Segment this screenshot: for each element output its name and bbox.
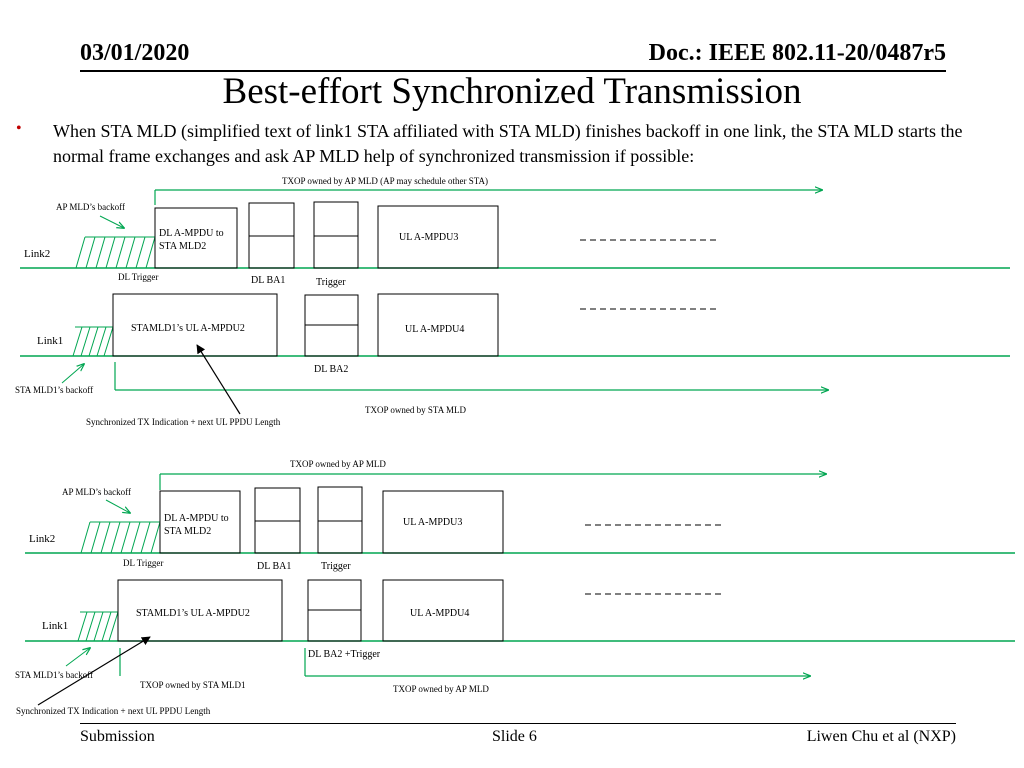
header-doc-id: Doc.: IEEE 802.11-20/0487r5 <box>648 40 946 66</box>
ul-ampdu3-label: UL A-MPDU3 <box>399 232 458 243</box>
header-rule <box>80 70 946 72</box>
dl-ampdu-label-1: DL A-MPDU to <box>159 228 224 239</box>
header-date: 03/01/2020 <box>80 40 190 66</box>
footer-author: Liwen Chu et al (NXP) <box>806 728 956 745</box>
link1-backoff-hatch <box>72 326 114 357</box>
ul-ampdu3-frame <box>377 205 499 269</box>
txop-sta-label: TXOP owned by STA MLD <box>365 405 466 415</box>
dl-ba1-frame-bottom <box>248 235 295 269</box>
sync-indication-label: Synchronized TX Indication + next UL PPD… <box>86 417 281 427</box>
bullet-text: When STA MLD (simplified text of link1 S… <box>53 121 963 166</box>
link2-backoff-hatch <box>75 236 156 269</box>
txop-ap-bottom-label: TXOP owned by AP MLD <box>393 684 489 694</box>
dl-ampdu-frame <box>154 207 238 269</box>
slide-title: Best-effort Synchronized Transmission <box>222 71 802 112</box>
dl-ampdu-frame <box>159 490 241 554</box>
link2-label: Link2 <box>24 248 50 260</box>
link2-label: Link2 <box>29 533 55 545</box>
ul-ampdu3-label: UL A-MPDU3 <box>403 517 462 528</box>
dl-ba2-label: DL BA2 <box>314 364 348 375</box>
dl-ba1-frame-bottom <box>254 520 301 554</box>
sync-indication-pointer <box>196 344 241 415</box>
sta-backoff-pointer <box>65 648 90 667</box>
trigger-label: Trigger <box>316 277 346 288</box>
footer-submission: Submission <box>80 728 155 745</box>
dl-trigger-label: DL Trigger <box>118 272 158 282</box>
trigger-frame-bottom <box>313 235 359 269</box>
trigger-frame-top <box>317 486 363 522</box>
stamld1-ul-ampdu2-frame <box>112 293 278 357</box>
txop-sta1-label: TXOP owned by STA MLD1 <box>140 680 245 690</box>
trigger-frame-bottom <box>317 520 363 554</box>
dl-ba2-frame-top <box>307 579 362 611</box>
sync-indication-pointer <box>37 636 151 706</box>
link1-backoff-hatch <box>77 611 119 642</box>
dl-ba2-frame-top <box>304 294 359 326</box>
dl-ampdu-label-1: DL A-MPDU to <box>164 513 229 524</box>
ul-ampdu4-frame <box>377 293 499 357</box>
ul-ampdu4-label: UL A-MPDU4 <box>405 324 464 335</box>
ap-backoff-label: AP MLD’s backoff <box>56 202 125 212</box>
link1-label: Link1 <box>42 620 68 632</box>
ul-ampdu4-frame <box>382 579 504 642</box>
ul-ampdu3-frame <box>382 490 504 554</box>
dl-ba1-label: DL BA1 <box>251 275 285 286</box>
ap-backoff-pointer <box>99 215 124 228</box>
dl-ba1-frame-top <box>248 202 295 237</box>
footer-slide-number: Slide 6 <box>492 728 537 745</box>
dl-ampdu-label-2: STA MLD2 <box>164 526 211 537</box>
stamld1-ul-ampdu2-label: STAMLD1’s UL A-MPDU2 <box>131 323 245 334</box>
dl-ba2-frame-bottom <box>307 609 362 642</box>
txop-ap-label: TXOP owned by AP MLD <box>290 459 386 469</box>
trigger-label: Trigger <box>321 561 351 572</box>
ul-ampdu4-label: UL A-MPDU4 <box>410 608 469 619</box>
dl-ba1-frame-top <box>254 487 301 522</box>
sta-backoff-label: STA MLD1’s backoff <box>15 385 93 395</box>
link2-backoff-hatch <box>80 521 161 554</box>
diagram-2: TXOP owned by AP MLD AP MLD’s backoff Li… <box>15 459 1015 716</box>
sta-backoff-label: STA MLD1’s backoff <box>15 670 93 680</box>
dl-ba2-trigger-label: DL BA2 +Trigger <box>308 649 381 660</box>
stamld1-ul-ampdu2-label: STAMLD1’s UL A-MPDU2 <box>136 608 250 619</box>
bullet-icon: • <box>16 120 22 137</box>
dl-ba1-label: DL BA1 <box>257 561 291 572</box>
link1-label: Link1 <box>37 335 63 347</box>
sync-indication-label: Synchronized TX Indication + next UL PPD… <box>16 706 211 716</box>
footer-rule <box>80 723 956 724</box>
ap-backoff-pointer <box>105 499 130 513</box>
ap-backoff-label: AP MLD’s backoff <box>62 487 131 497</box>
stamld1-ul-ampdu2-frame <box>117 579 283 642</box>
dl-trigger-label: DL Trigger <box>123 558 163 568</box>
sta-backoff-pointer <box>61 364 84 384</box>
trigger-frame-top <box>313 201 359 237</box>
txop-ap-label: TXOP owned by AP MLD (AP may schedule ot… <box>282 176 488 186</box>
dl-ampdu-label-2: STA MLD2 <box>159 241 206 252</box>
diagram-1: TXOP owned by AP MLD (AP may schedule ot… <box>15 176 1010 427</box>
dl-ba2-frame-bottom <box>304 324 359 357</box>
